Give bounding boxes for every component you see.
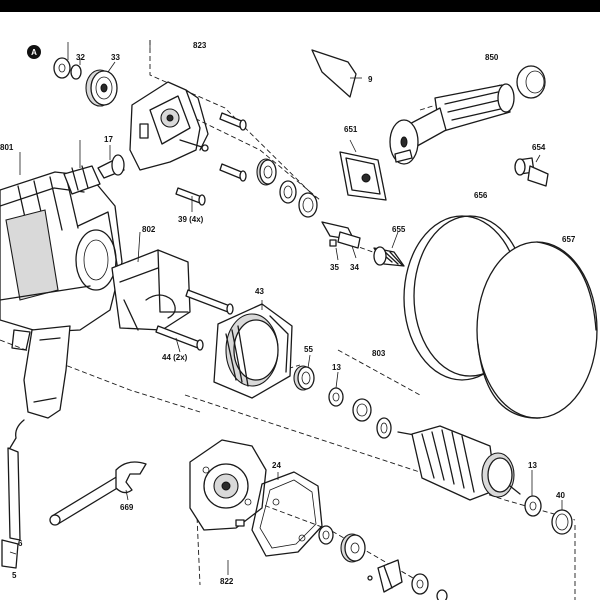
part-803-washers: [328, 387, 392, 439]
screws-upper: [175, 112, 247, 206]
label-669: 669: [120, 503, 134, 512]
label-651: 651: [344, 125, 358, 134]
part-651-bracket: [339, 151, 387, 201]
label-822: 822: [220, 577, 234, 586]
label-39: 39 (4x): [178, 215, 204, 224]
screws-44: [155, 289, 234, 351]
part-822-bearing-plate: [189, 439, 267, 531]
label-24: 24: [272, 461, 281, 470]
part-9-plate: [311, 49, 362, 98]
label-823: 823: [193, 41, 207, 50]
part-labels: 32 33 823 9 850 801 17 651 654 39 (4x) 8…: [0, 41, 576, 586]
label-803: 803: [372, 349, 386, 358]
label-801: 801: [0, 143, 14, 152]
part-32-washer: [53, 57, 82, 80]
part-6-5-brush-cable: [1, 419, 25, 569]
part-669-wrench: [49, 461, 147, 526]
part-802-fan-housing: [111, 249, 191, 331]
label-55: 55: [304, 345, 313, 354]
label-657: 657: [562, 235, 576, 244]
leader-lines: [19, 40, 563, 575]
part-33-gear: [85, 61, 118, 107]
label-34: 34: [350, 263, 359, 272]
part-armature: [397, 425, 521, 501]
label-43: 43: [255, 287, 264, 296]
label-656: 656: [474, 191, 488, 200]
badge-a: A: [27, 45, 41, 59]
label-40: 40: [556, 491, 565, 500]
washers-right: [524, 495, 573, 535]
lower-gears: [318, 525, 448, 600]
label-33: 33: [111, 53, 120, 62]
part-654-knob: [514, 157, 549, 187]
label-13-b: 13: [528, 461, 537, 470]
label-655: 655: [392, 225, 406, 234]
part-657-pad: [476, 241, 598, 419]
part-823-gear-housing: [129, 81, 209, 171]
label-654: 654: [532, 143, 546, 152]
label-13-a: 13: [332, 363, 341, 372]
part-24-gasket: [251, 471, 323, 557]
label-44: 44 (2x): [162, 353, 188, 362]
label-35: 35: [330, 263, 339, 272]
part-850-side-handle: [389, 65, 546, 165]
top-border-bar: [0, 0, 600, 12]
label-32: 32: [76, 53, 85, 62]
label-17: 17: [104, 135, 113, 144]
label-850: 850: [485, 53, 499, 62]
part-43-gear-ring: [213, 303, 293, 399]
label-802: 802: [142, 225, 156, 234]
part-17-brush-holder: [63, 140, 125, 195]
label-9: 9: [368, 75, 373, 84]
label-6: 6: [18, 539, 23, 548]
part-55-bearing: [293, 365, 315, 391]
bearings-row: [256, 158, 318, 218]
badge-a-label: A: [31, 48, 37, 57]
part-801-motor-housing: [0, 171, 123, 419]
part-34-35-shaft: [321, 221, 361, 249]
label-5: 5: [12, 571, 17, 580]
part-655-spindle: [373, 246, 405, 267]
